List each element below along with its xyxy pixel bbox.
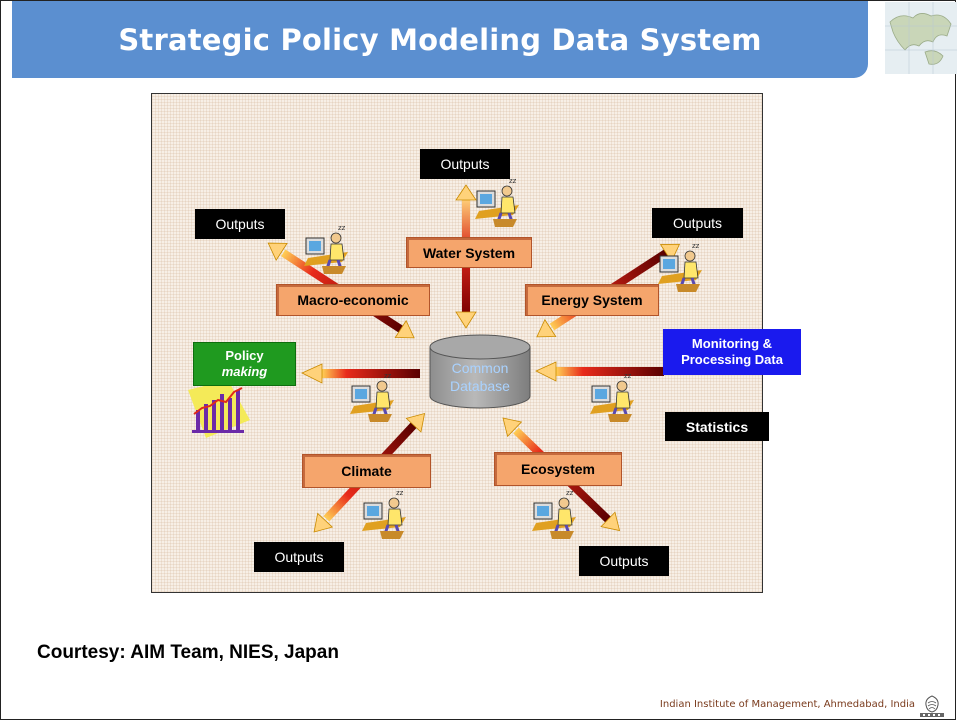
energy-system-box: Energy System: [525, 284, 659, 316]
monitoring-line1: Monitoring &: [691, 336, 773, 351]
title-bar: [12, 1, 868, 78]
monitoring-data-arrow: [535, 361, 664, 382]
worker-computer-icon: [588, 370, 636, 424]
climate-box: Climate: [302, 454, 431, 488]
macro-economic-box: Macro-economic: [276, 284, 430, 316]
institute-logo-icon: [917, 693, 947, 719]
growth-chart-icon: [187, 379, 251, 439]
world-map-icon: [885, 2, 957, 74]
outputs-top-right-box: Outputs: [652, 208, 743, 238]
policy-making-line1: Policy: [225, 348, 264, 363]
slide-title: Strategic Policy Modeling Data System: [118, 22, 762, 57]
policy-making-arrow: [301, 363, 420, 384]
outputs-top-box: Outputs: [420, 149, 510, 179]
ecosystem-box: Ecosystem: [494, 452, 622, 486]
worker-computer-icon: [348, 370, 396, 424]
courtesy-text: Courtesy: AIM Team, NIES, Japan: [37, 642, 339, 663]
common-database-label-line2: Database: [450, 378, 510, 394]
outputs-bottom-left-box: Outputs: [254, 542, 344, 572]
monitoring-line2: Processing Data: [681, 352, 783, 367]
common-database-icon: [429, 334, 531, 409]
common-database-label-line1: Common: [451, 360, 509, 376]
statistics-box: Statistics: [665, 412, 769, 441]
outputs-bottom-right-box: Outputs: [579, 546, 669, 576]
worker-computer-icon: [473, 175, 521, 229]
monitoring-processing-box: Monitoring & Processing Data: [663, 329, 801, 375]
policy-making-line2: making: [221, 364, 268, 379]
policy-making-box: Policy making: [193, 342, 296, 386]
worker-computer-icon: [360, 487, 408, 541]
common-database-label: Common Database: [436, 359, 524, 395]
worker-computer-icon: [530, 487, 578, 541]
water-system-box: Water System: [406, 237, 532, 268]
outputs-top-left-box: Outputs: [195, 209, 285, 239]
footer-institute-name: Indian Institute of Management, Ahmedaba…: [659, 699, 915, 710]
